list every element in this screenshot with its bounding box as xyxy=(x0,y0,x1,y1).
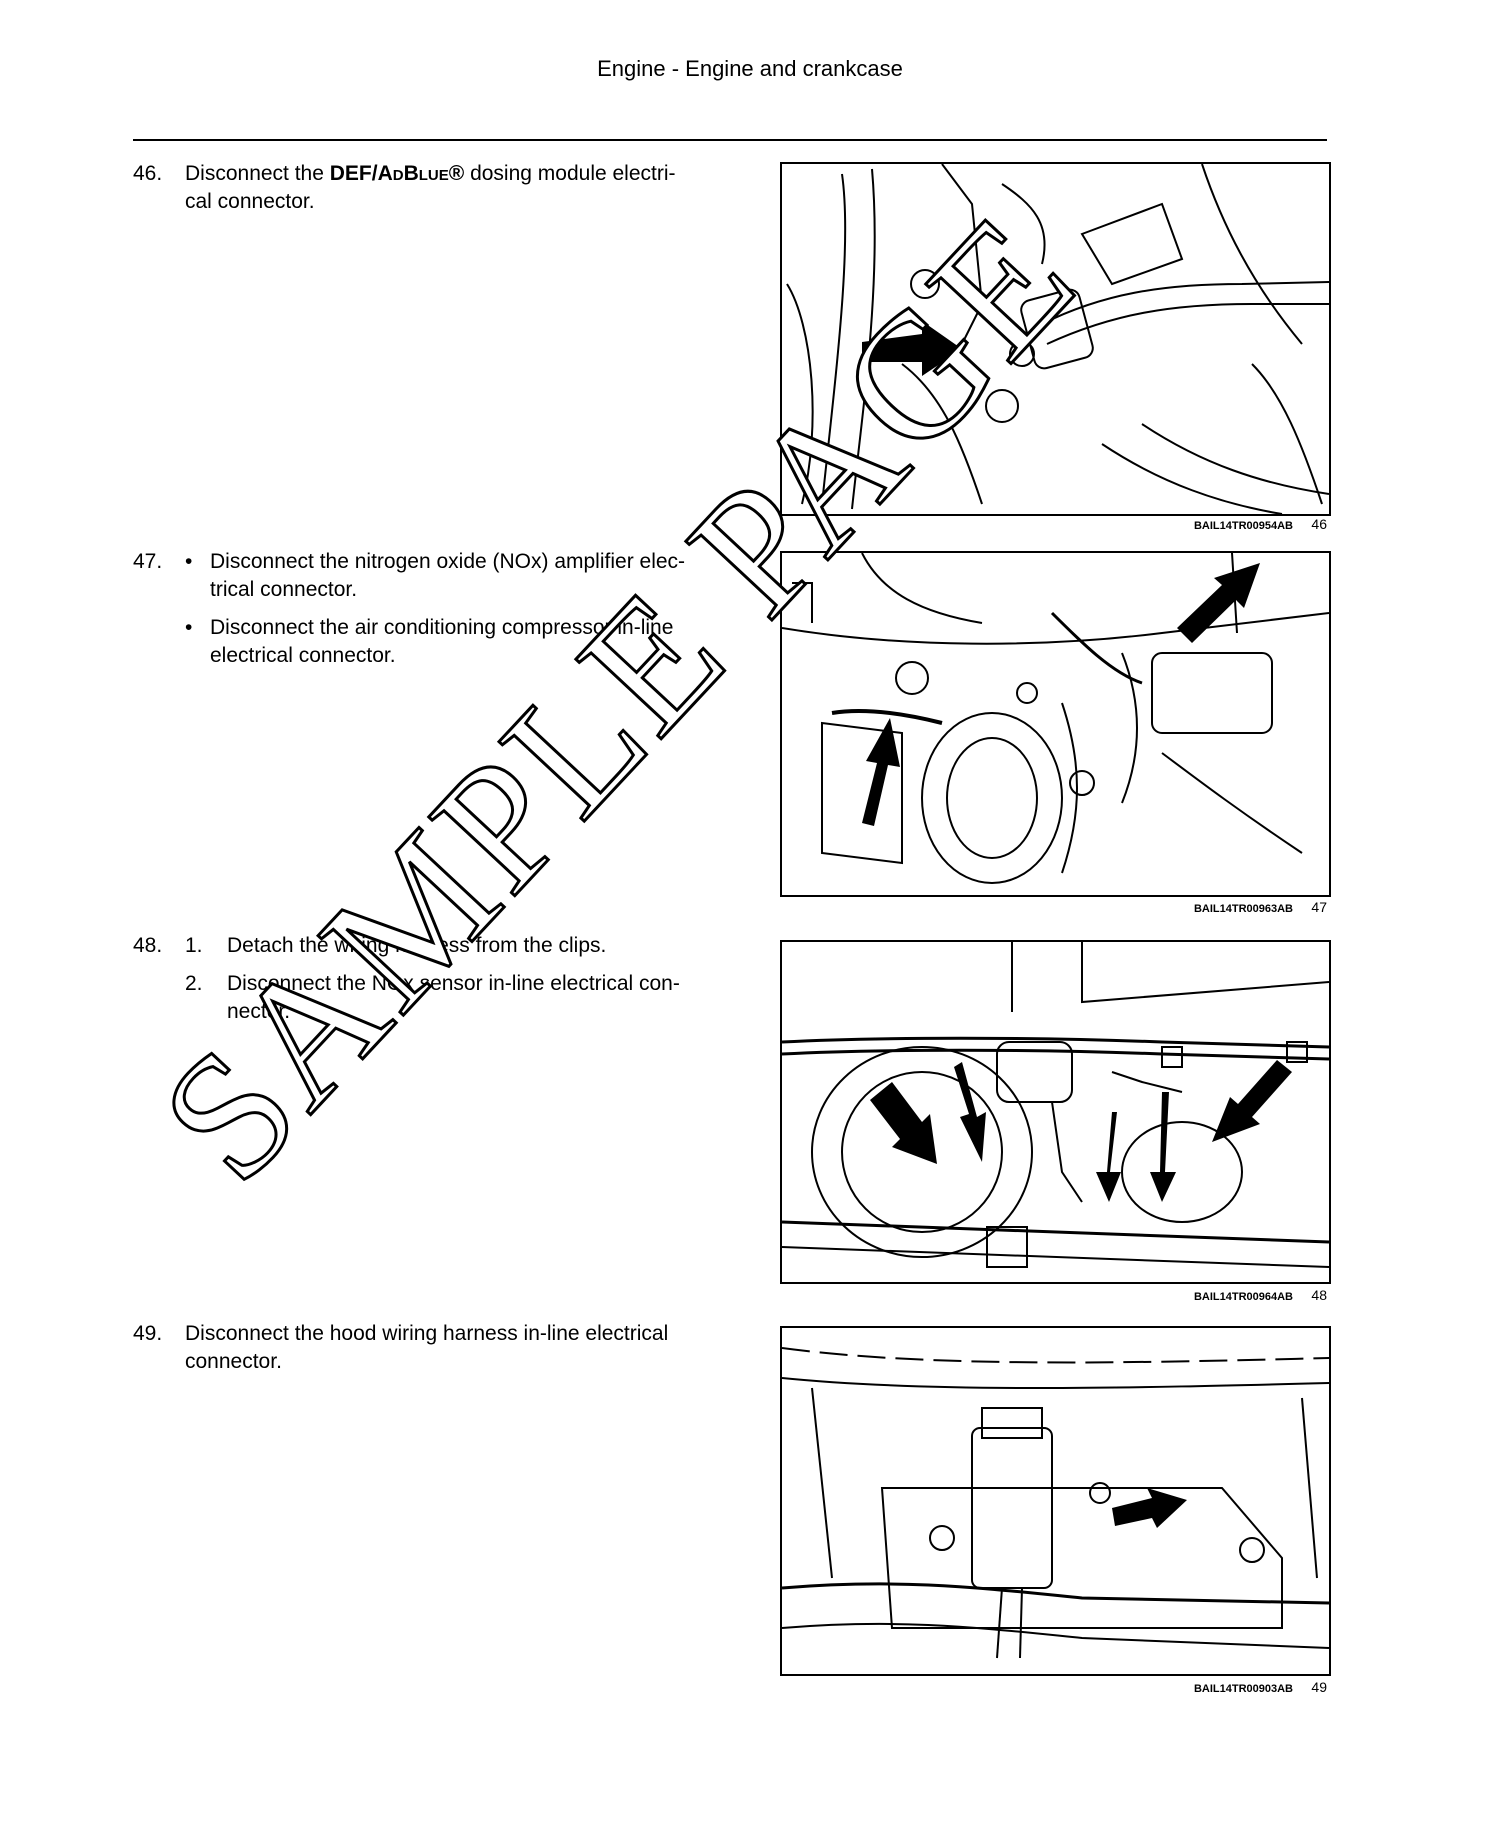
item-text: Disconnect the NOx sensor in-line electr… xyxy=(227,972,680,1023)
step-bullets: •Disconnect the nitrogen oxide (NOx) amp… xyxy=(185,548,733,680)
step-text: Disconnect the DEF/AdBlue® dosing module… xyxy=(185,160,733,216)
step-text-prefix: Disconnect the xyxy=(185,162,330,185)
item-number: 2. xyxy=(185,972,203,995)
step-text-suffix: dosing module electri- cal connector. xyxy=(185,162,676,213)
pointer-arrow-icon xyxy=(1177,563,1260,643)
bullet-text: Disconnect the air conditioning compress… xyxy=(210,616,674,667)
nox-sensor-illustration xyxy=(782,942,1329,1268)
header-rule xyxy=(133,139,1327,141)
pointer-arrow-icon xyxy=(1212,1060,1292,1142)
figure-caption-48: BAIL14TR00964AB 48 xyxy=(780,1287,1327,1303)
figure-number: 48 xyxy=(1311,1287,1327,1303)
figure-number: 47 xyxy=(1311,899,1327,915)
pointer-arrow-icon xyxy=(1150,1092,1176,1202)
figure-caption-49: BAIL14TR00903AB 49 xyxy=(780,1679,1327,1695)
item-text: Detach the wiring harness from the clips… xyxy=(227,934,607,957)
step-items: 1. Detach the wiring harness from the cli… xyxy=(185,932,733,1036)
figure-number: 49 xyxy=(1311,1679,1327,1695)
list-item: •Disconnect the nitrogen oxide (NOx) amp… xyxy=(185,550,686,601)
figure-47 xyxy=(780,551,1331,897)
pointer-arrow-icon xyxy=(1096,1112,1121,1202)
figure-46 xyxy=(780,162,1331,516)
item-number: 1. xyxy=(185,934,203,957)
figure-code: BAIL14TR00954AB xyxy=(1193,520,1293,532)
step-number: 49. xyxy=(133,1322,163,1345)
figure-code: BAIL14TR00963AB xyxy=(1193,903,1293,915)
figure-49 xyxy=(780,1326,1331,1676)
hood-harness-illustration xyxy=(782,1347,1329,1659)
page-header: Engine - Engine and crankcase xyxy=(597,56,903,81)
nox-amplifier-illustration xyxy=(782,553,1329,884)
figure-caption-46: BAIL14TR00954AB 46 xyxy=(780,516,1327,532)
figure-number: 46 xyxy=(1311,516,1327,532)
list-item: •Disconnect the air conditioning compres… xyxy=(185,616,674,667)
figure-code: BAIL14TR00964AB xyxy=(1193,1291,1293,1303)
list-item: 2. Disconnect the NOx sensor in-line elec… xyxy=(185,970,733,1026)
bullet-text: Disconnect the nitrogen oxide (NOx) ampl… xyxy=(210,550,686,601)
pointer-arrow-icon xyxy=(870,1082,937,1164)
pointer-arrow-icon xyxy=(862,321,962,376)
pointer-arrow-icon xyxy=(862,718,900,826)
pointer-arrow-icon xyxy=(954,1062,986,1162)
step-number: 47. xyxy=(133,550,163,573)
figure-48 xyxy=(780,940,1331,1284)
product-name: DEF/AdBlue® xyxy=(329,162,465,185)
step-number: 48. xyxy=(133,934,163,957)
step-number: 46. xyxy=(133,162,163,185)
dosing-module-illustration xyxy=(786,164,1329,514)
pointer-arrow-icon xyxy=(1112,1488,1187,1528)
figure-caption-47: BAIL14TR00963AB 47 xyxy=(780,899,1327,915)
figure-code: BAIL14TR00903AB xyxy=(1193,1683,1293,1695)
step-text: Disconnect the hood wiring harness in-li… xyxy=(185,1322,669,1373)
list-item: 1. Detach the wiring harness from the cli… xyxy=(185,932,733,960)
